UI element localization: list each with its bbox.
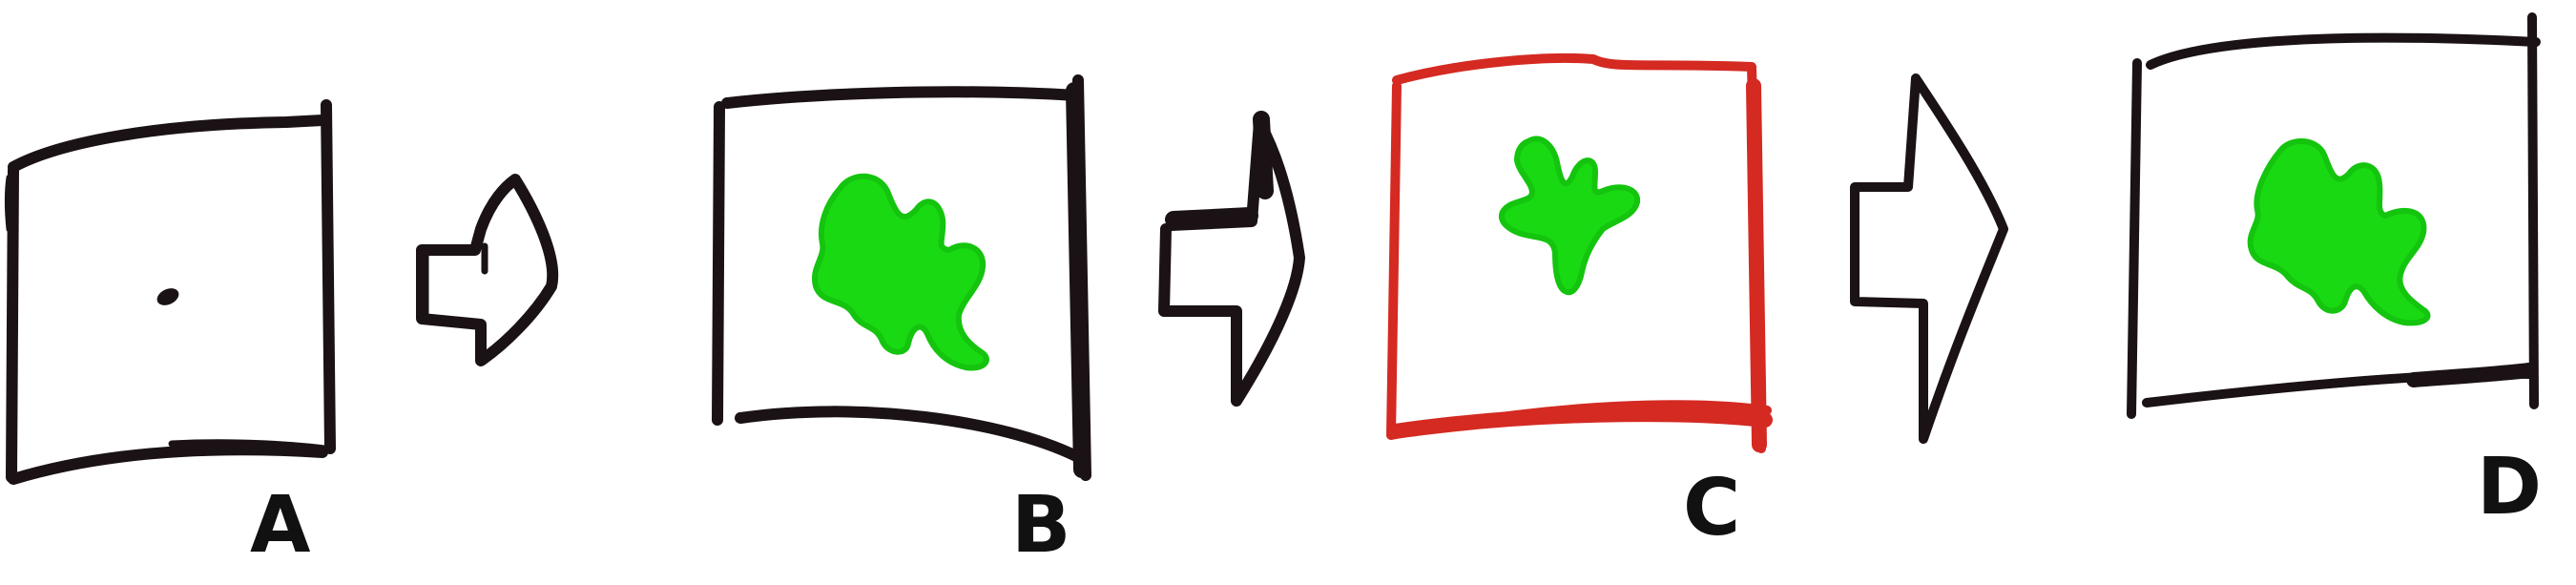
panel-c-green-sprout (1498, 136, 1641, 296)
panel-a-label: A (250, 480, 311, 571)
panel-a-frame-accent (5, 174, 328, 452)
panel-d-label: D (2477, 442, 2542, 533)
panel-a-dot (156, 288, 179, 305)
panel-b-green-blob (811, 173, 989, 371)
arrow-1-accent (422, 242, 488, 319)
arrow-1 (416, 174, 559, 366)
panel-d-green-blob (2247, 137, 2431, 326)
panel-d: D (2127, 12, 2542, 533)
panel-a: A (5, 99, 336, 571)
panel-b-frame-accent (1066, 82, 1091, 478)
panel-b-label: B (1011, 480, 1071, 571)
arrow-3 (1850, 73, 2008, 444)
arrow-2-accent (1165, 111, 1274, 228)
arrow-2 (1158, 116, 1305, 407)
panel-d-frame (2127, 12, 2541, 419)
panel-d-frame-accent (2406, 363, 2536, 387)
panel-b: B (712, 74, 1091, 571)
panel-c: C (1386, 53, 1773, 554)
panel-a-frame (6, 99, 336, 485)
panel-c-label: C (1683, 463, 1740, 554)
panel-c-frame-accent (1387, 78, 1773, 452)
